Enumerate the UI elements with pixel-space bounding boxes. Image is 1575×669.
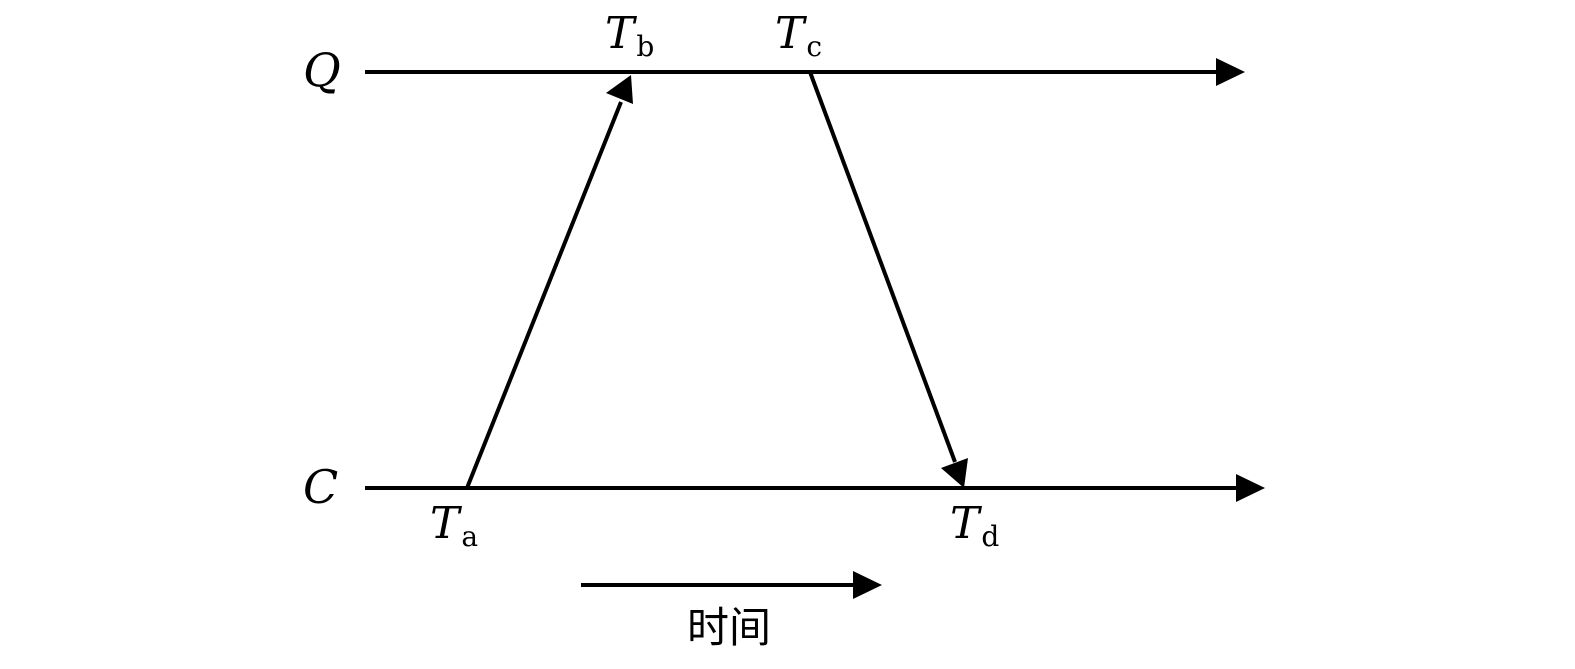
server-timeline-arrowhead: [1216, 58, 1245, 86]
time-arrow-arrowhead: [853, 571, 882, 599]
timestamp-d-main: T: [950, 498, 983, 549]
time-direction-indicator: 时间: [581, 571, 882, 652]
timestamp-b-label: Tb: [605, 8, 654, 63]
timestamp-d-label: Td: [950, 498, 999, 553]
client-timeline-label: C: [303, 460, 338, 514]
timestamp-c-sub: c: [806, 30, 822, 63]
timestamp-b-main: T: [605, 8, 638, 59]
time-axis-label: 时间: [687, 603, 771, 652]
client-timeline: C: [303, 460, 1265, 514]
timestamp-c-main: T: [775, 8, 808, 59]
timestamp-c-label: Tc: [775, 8, 822, 63]
request-message: [465, 75, 633, 489]
request-message-line: [465, 101, 623, 489]
timestamp-a-sub: a: [461, 520, 478, 553]
server-timeline: Q: [303, 43, 1245, 97]
response-message-arrowhead: [941, 458, 968, 488]
timestamp-b-sub: b: [636, 30, 654, 63]
response-message-line: [808, 71, 957, 463]
timestamp-a-main: T: [430, 498, 463, 549]
client-timeline-arrowhead: [1236, 474, 1265, 502]
response-message: [808, 71, 968, 488]
server-timeline-label: Q: [303, 43, 341, 97]
timestamp-a-label: Ta: [430, 498, 478, 553]
request-message-arrowhead: [606, 75, 633, 104]
timestamp-d-sub: d: [981, 520, 999, 553]
